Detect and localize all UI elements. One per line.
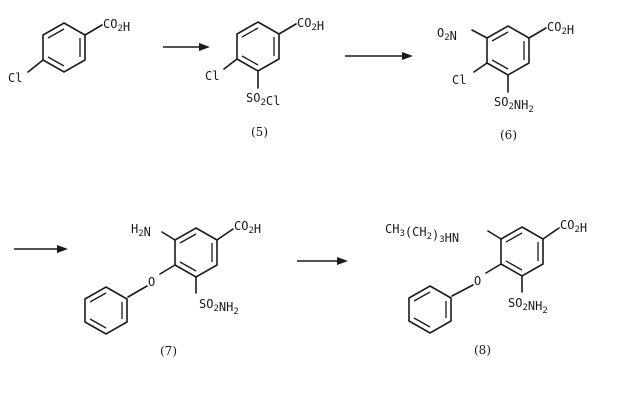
carboxyl-label: CO2H (560, 218, 587, 235)
ring-double-bond (413, 291, 431, 302)
ether-bond (159, 264, 176, 275)
chloro-label: Cl (452, 73, 466, 87)
sulfonamide-label: SO2NH2 (199, 297, 239, 317)
ring-double-bond (179, 261, 197, 272)
ring-double-bond (241, 55, 259, 66)
benzene-ring (486, 25, 530, 76)
butylamine-label: CH3(CH2)3HN (385, 222, 459, 245)
compound-4-chlorobenzoic-acid: CO2H Cl (8, 17, 130, 85)
ring-double-bond (89, 292, 107, 303)
ring-double-bond (47, 56, 65, 67)
ether-bond (485, 263, 502, 274)
compound-number: (6) (500, 128, 517, 142)
ring-double-bond (413, 317, 431, 328)
ring-double-bond (179, 233, 197, 244)
carboxyl-bond (542, 227, 560, 240)
ring-double-bond (491, 31, 509, 42)
ether-oxygen-label: O (474, 274, 481, 288)
ether-oxygen-label: O (148, 275, 155, 289)
ring-double-bond (505, 260, 523, 271)
chloro-bond (27, 59, 44, 73)
compound-number: (7) (160, 344, 177, 358)
sulfonamide-label: SO2NH2 (494, 95, 534, 115)
benzene-ring (500, 226, 544, 277)
carboxyl-bond (84, 24, 103, 36)
carboxyl-bond (216, 228, 234, 241)
sulfonamide-label: SO2NH2 (508, 296, 548, 316)
compound-5: CO2H Cl SO2Cl (5) (205, 16, 324, 139)
reaction-arrow-3 (14, 245, 68, 253)
ether-bond (451, 284, 474, 297)
carboxyl-label: CO2H (547, 20, 574, 37)
ring-double-bond (491, 59, 509, 70)
chloro-label: Cl (8, 71, 22, 85)
ether-bond (127, 285, 148, 298)
compound-6: CO2H O2N Cl SO2NH2 (6) (437, 20, 574, 142)
carboxyl-label: CO2H (297, 16, 324, 33)
ring-double-bond (505, 232, 523, 243)
carboxyl-label: CO2H (103, 17, 130, 34)
benzene-ring (174, 227, 218, 278)
phenyl-ring (408, 285, 452, 334)
chloro-bond (473, 62, 488, 73)
compound-8: CO2H CH3(CH2)3HN O SO2NH2 (8) (385, 218, 587, 357)
ring-double-bond (241, 27, 259, 38)
amine-label: H2N (131, 222, 151, 239)
carboxyl-bond (528, 27, 547, 39)
chloro-label: Cl (205, 69, 219, 83)
amine-bond (487, 230, 502, 240)
reaction-arrow-4 (297, 257, 348, 265)
compound-number: (8) (474, 343, 491, 357)
nitro-bond (471, 29, 488, 39)
amine-bond (161, 231, 176, 241)
carboxyl-bond (278, 23, 297, 35)
phenyl-ring (84, 286, 128, 335)
benzene-ring (236, 21, 280, 72)
reaction-arrow-2 (345, 52, 413, 60)
chloro-bond (223, 58, 238, 70)
ring-double-bond (47, 28, 65, 39)
sulfonyl-chloride-label: SO2Cl (246, 91, 280, 108)
ring-double-bond (89, 318, 107, 329)
benzene-ring (42, 22, 86, 73)
reaction-arrow-1 (163, 43, 210, 51)
nitro-label: O2N (437, 26, 457, 43)
compound-7: CO2H H2N O SO2NH2 (7) (84, 219, 261, 358)
carboxyl-label: CO2H (234, 219, 261, 236)
compound-number: (5) (251, 125, 268, 139)
